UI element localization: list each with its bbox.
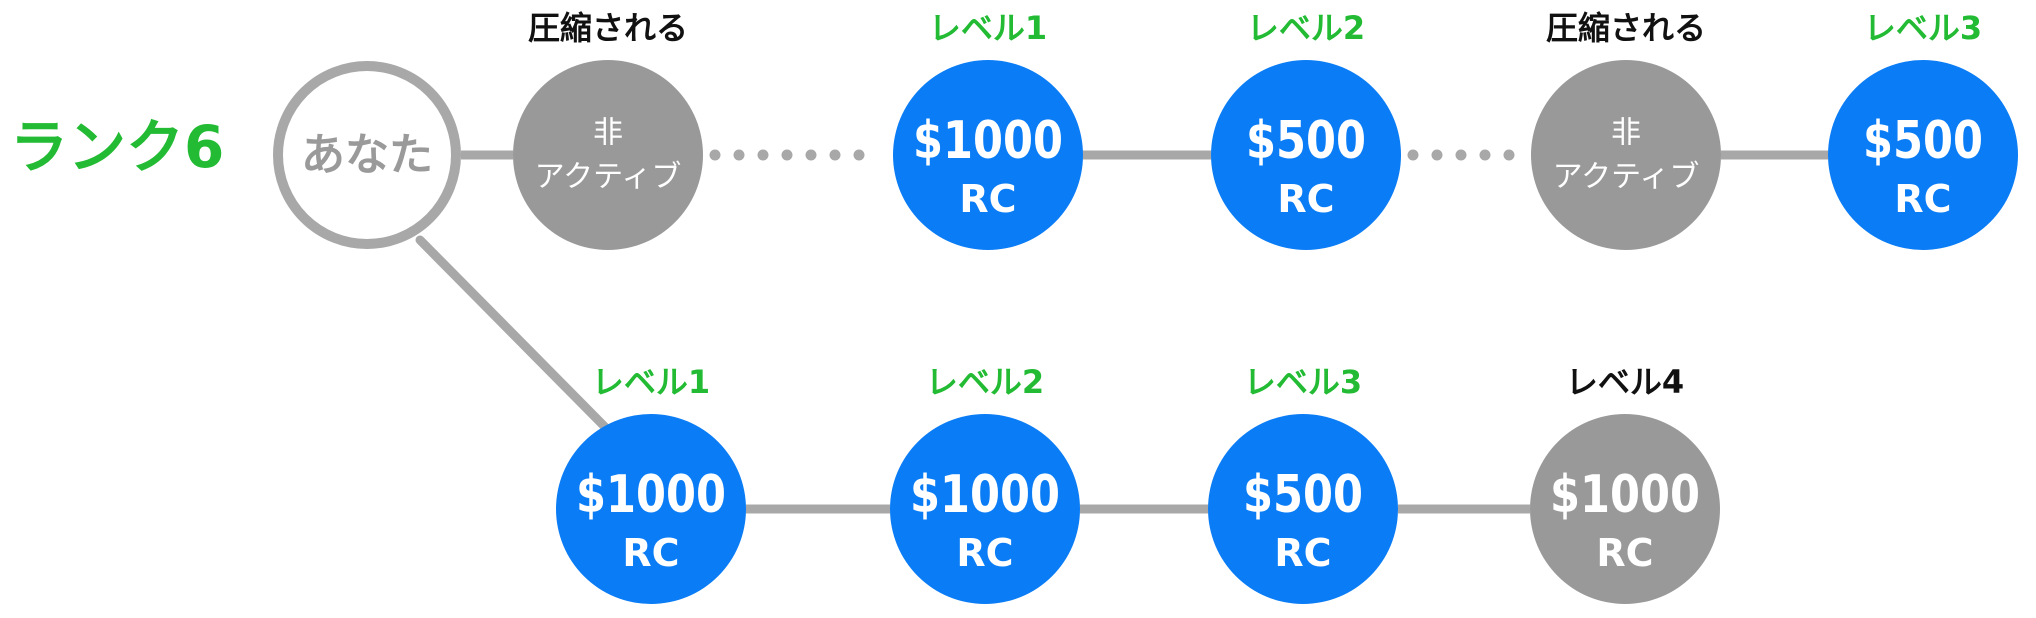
node-amount: $500 — [1863, 111, 1983, 171]
node-circle — [1530, 414, 1720, 604]
node-status-line2: アクティブ — [1553, 160, 1700, 195]
node-circle — [513, 60, 703, 250]
node-amount: $500 — [1246, 111, 1366, 171]
node-currency: RC — [622, 531, 679, 575]
node-header: レベル3 — [1864, 9, 1982, 47]
node-header: 圧縮される — [1546, 9, 1706, 47]
you-circle — [273, 61, 461, 249]
node-circle — [893, 60, 1083, 250]
node-header: レベル4 — [1566, 363, 1684, 401]
node-header: レベル1 — [929, 9, 1047, 47]
node-currency: RC — [1274, 531, 1331, 575]
node-header: 圧縮される — [528, 9, 688, 47]
node-header: レベル2 — [1247, 9, 1365, 47]
node-currency: RC — [1894, 177, 1951, 221]
node-amount: $1000 — [1550, 465, 1700, 525]
you-label: あなた — [301, 130, 433, 181]
node-circle — [556, 414, 746, 604]
node-amount: $1000 — [576, 465, 726, 525]
node-header: レベル1 — [592, 363, 710, 401]
rank-label: ランク6 — [10, 113, 225, 181]
node-circle — [1211, 60, 1401, 250]
node-circle — [890, 414, 1080, 604]
node-header: レベル2 — [926, 363, 1044, 401]
node-currency: RC — [956, 531, 1013, 575]
node-status-line2: アクティブ — [535, 160, 682, 195]
node-circle — [1531, 60, 1721, 250]
node-amount: $1000 — [913, 111, 1063, 171]
node-currency: RC — [1277, 177, 1334, 221]
node-circle — [1828, 60, 2018, 250]
you-node: あなた — [273, 61, 461, 249]
node-circle — [1208, 414, 1398, 604]
edge-you-row2 — [415, 235, 611, 433]
node-amount: $1000 — [910, 465, 1060, 525]
node-status-line1: 非 — [593, 116, 623, 151]
node-amount: $500 — [1243, 465, 1363, 525]
node-currency: RC — [959, 177, 1016, 221]
node-status-line1: 非 — [1611, 116, 1641, 151]
node-header: レベル3 — [1244, 363, 1362, 401]
node-currency: RC — [1596, 531, 1653, 575]
